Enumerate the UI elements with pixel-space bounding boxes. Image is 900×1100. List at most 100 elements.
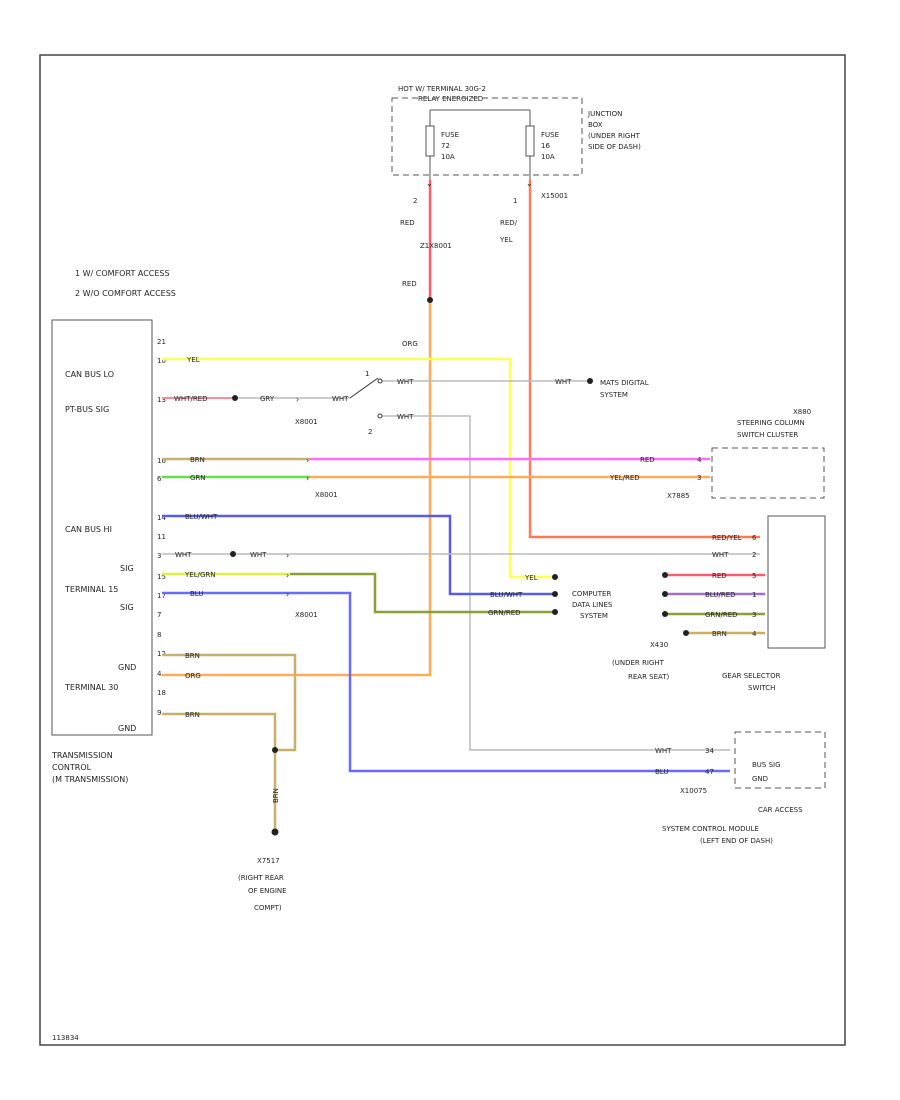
wire-red-yel-fuse16 — [528, 180, 760, 539]
tcm-label-gnd-2: GND — [118, 724, 136, 733]
junction-box-outline — [391, 97, 583, 176]
connector-symbols: ⌄ ⌄ › › › › › › — [286, 179, 533, 599]
terminal-dot — [662, 591, 668, 597]
wire-label: WHT — [397, 413, 414, 421]
splice-dot — [232, 395, 238, 401]
tcm-pin: 7 — [157, 611, 161, 619]
x430-caption-2: (UNDER RIGHT — [612, 659, 665, 667]
mats-caption-1: MATS DIGITAL — [600, 379, 649, 387]
ground-terminal-dot — [271, 828, 279, 836]
car-access-caption-3: (LEFT END OF DASH) — [700, 837, 773, 845]
x430-caption-1: X430 — [650, 641, 668, 649]
wire-label: X7885 — [667, 492, 690, 500]
ground-caption-1: X7517 — [257, 857, 280, 865]
connector-arrow: › — [286, 571, 289, 580]
wire-label: RED/YEL — [712, 534, 742, 542]
fuse-left-rating: 10A — [441, 153, 455, 161]
ground-caption-4: COMPT) — [254, 904, 282, 912]
tcm-label-sig-2: SIG — [120, 603, 134, 612]
wire-label: RED — [640, 456, 655, 464]
wire-label: RED/ — [500, 219, 518, 227]
pin-number: 34 — [705, 747, 714, 755]
gear-selector-caption-1: GEAR SELECTOR — [722, 672, 781, 680]
connector-arrow: ⌄ — [426, 179, 433, 188]
car-access-module-box — [734, 731, 826, 789]
wire-label: X8001 — [295, 611, 318, 619]
fuse-left-number: 72 — [441, 142, 450, 150]
car-access-caption-1: CAR ACCESS — [758, 806, 803, 814]
tcm-pin: 11 — [157, 533, 166, 541]
connector-arrow: › — [306, 456, 309, 465]
wire-label: ORG — [185, 672, 201, 680]
junction-box-location-1: JUNCTION — [587, 110, 622, 118]
pin-number: 4 — [697, 456, 702, 464]
fuse-left-label: FUSE — [441, 131, 459, 139]
pin-number: 6 — [752, 534, 757, 542]
wire-label: BLU/WHT — [490, 591, 523, 599]
tcm-outline — [51, 319, 153, 736]
wire-label: BRN — [712, 630, 727, 638]
splice-dot — [427, 297, 433, 303]
fuse-right-number: 16 — [541, 142, 550, 150]
connector-arrow: › — [286, 590, 289, 599]
wire-label: RED — [400, 219, 415, 227]
terminal-dot — [662, 572, 668, 578]
wire-label: WHT — [555, 378, 572, 386]
tcm-label-terminal-30: TERMINAL 30 — [64, 683, 118, 692]
pin-number: 2 — [752, 551, 756, 559]
pin-number: 3 — [752, 611, 756, 619]
junction-box: HOT W/ TERMINAL 30G-2 RELAY ENERGIZED FU… — [391, 85, 641, 205]
wire-label: BLU — [655, 768, 668, 776]
tcm-pin: 16 — [157, 457, 166, 465]
wire-label: GRY — [260, 395, 275, 403]
wire-label: BRN — [185, 652, 200, 660]
wire-label: WHT — [250, 551, 267, 559]
steering-column-caption-3: SWITCH CLUSTER — [737, 431, 798, 439]
steering-column-switch-box — [711, 447, 825, 499]
wire-label: YEL — [499, 236, 513, 244]
data-lines-caption-2: DATA LINES — [572, 601, 613, 609]
terminal-dot — [552, 591, 558, 597]
wire-label: BLU/WHT — [185, 513, 218, 521]
tcm-label-pt-bus: PT-BUS SIG — [65, 405, 109, 414]
wire-label: BRN — [185, 711, 200, 719]
wire-label: ORG — [402, 340, 418, 348]
tcm-pin: 18 — [157, 689, 166, 697]
wire-blu-wht-can-hi — [162, 514, 555, 596]
figure-id: 113834 — [52, 1034, 79, 1042]
tcm-pin: 13 — [157, 396, 166, 404]
selector-contact — [377, 413, 383, 419]
wire-label: Z1X8001 — [420, 242, 452, 250]
wire-label: WHT — [655, 747, 672, 755]
wire-label: BRN — [190, 456, 205, 464]
junction-box-location-3: (UNDER RIGHT — [588, 132, 641, 140]
wire-label: GRN/RED — [705, 611, 738, 619]
wire-brn-gnd-1 — [162, 653, 297, 752]
steering-column-caption-1: X880 — [793, 408, 811, 416]
fuse-pin-left: 2 — [413, 197, 417, 205]
wire-label: GRN/RED — [488, 609, 521, 617]
fuse-16-icon — [525, 125, 535, 157]
wire-grn-red-dl — [290, 572, 555, 614]
wire-label: X8001 — [315, 491, 338, 499]
fuse-connector-right: X15001 — [541, 192, 568, 200]
tcm-caption-1: TRANSMISSION — [51, 751, 113, 760]
pin-number: 5 — [752, 572, 756, 580]
tcm-label-can-lo: CAN BUS LO — [65, 370, 114, 379]
selector-switch-arm — [349, 377, 379, 399]
junction-box-location-4: SIDE OF DASH) — [588, 143, 641, 151]
wire-label: YEL — [524, 574, 538, 582]
gear-selector-switch-box — [767, 515, 826, 649]
tcm-pin: 9 — [157, 709, 161, 717]
connector-arrow: › — [306, 474, 309, 483]
wire-label: WHT — [712, 551, 729, 559]
car-access-caption-2: SYSTEM CONTROL MODULE — [662, 825, 759, 833]
wire-label: YEL/GRN — [184, 571, 215, 579]
wire-label: RED — [402, 280, 417, 288]
terminal-dot — [662, 611, 668, 617]
tcm-pin: 14 — [157, 514, 166, 522]
transmission-control-module: CAN BUS LO PT-BUS SIG CAN BUS HI SIG TER… — [51, 319, 166, 784]
tcm-pin: 3 — [157, 552, 161, 560]
pin-number: 47 — [705, 768, 714, 776]
tcm-caption-2: CONTROL — [52, 763, 92, 772]
